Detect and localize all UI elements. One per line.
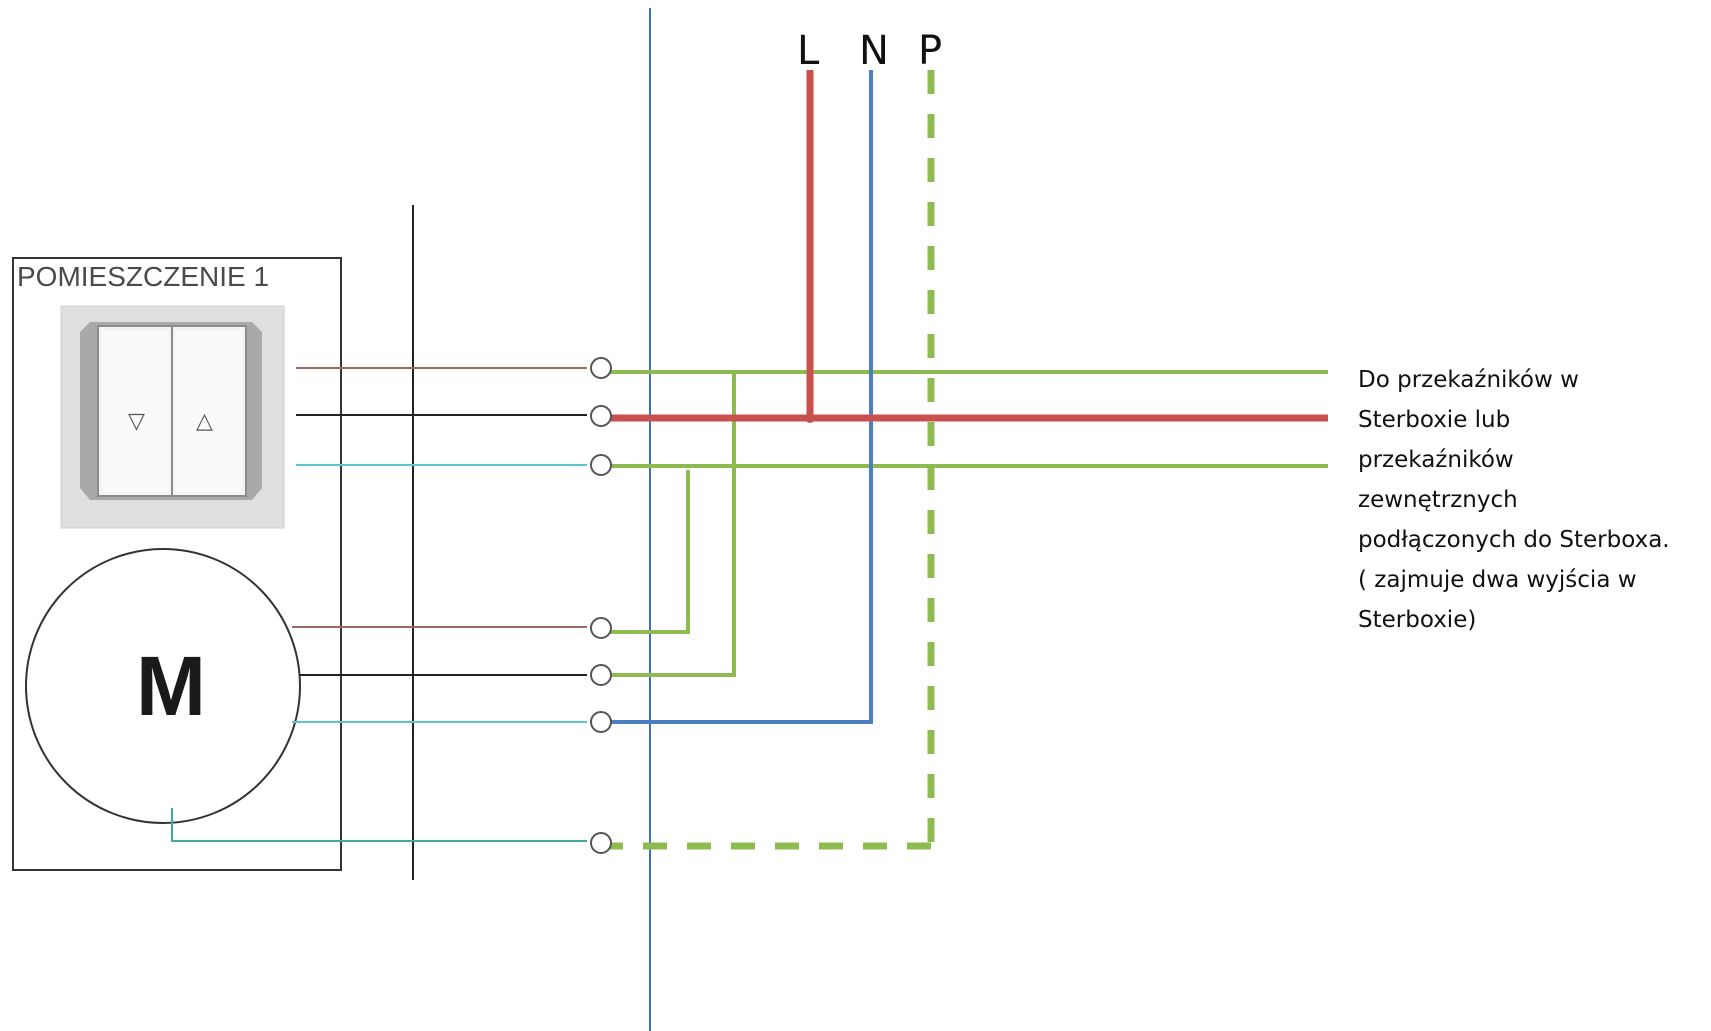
note-line: zewnętrznych	[1358, 487, 1518, 513]
bus-label-n: N	[859, 28, 889, 74]
motor-wire-earth	[171, 808, 587, 842]
note-line: podłączonych do Sterboxa.	[1358, 527, 1670, 553]
terminal-6	[590, 711, 612, 733]
terminal-1	[590, 357, 612, 379]
terminal-2	[590, 405, 612, 427]
blind-switch: ▽ △	[60, 305, 285, 529]
terminal-4	[590, 617, 612, 639]
bus-label-l: L	[797, 28, 820, 74]
bus-label-p: P	[918, 28, 942, 74]
note-line: przekaźników	[1358, 447, 1514, 473]
neutral-bus-line	[610, 70, 873, 724]
down-arrow-icon: ▽	[128, 409, 145, 434]
motor-letter: M	[136, 639, 206, 733]
motor-circle	[25, 548, 301, 824]
cross-link-bottom	[610, 470, 690, 634]
relay-note: Do przekaźników w Sterboxie lub przekaźn…	[1358, 360, 1708, 640]
note-line: Sterboxie)	[1358, 607, 1477, 633]
cross-link-top	[610, 372, 736, 677]
note-line: Do przekaźników w	[1358, 367, 1579, 393]
terminal-5	[590, 664, 612, 686]
room-label: POMIESZCZENIE 1	[17, 261, 269, 292]
note-line: Sterboxie lub	[1358, 407, 1511, 433]
terminal-3	[590, 454, 612, 476]
up-arrow-icon: △	[196, 409, 213, 434]
room-box	[12, 257, 342, 871]
note-line: ( zajmuje dwa wyjścia w	[1358, 567, 1637, 593]
terminal-7	[590, 832, 612, 854]
live-junction	[805, 413, 815, 423]
